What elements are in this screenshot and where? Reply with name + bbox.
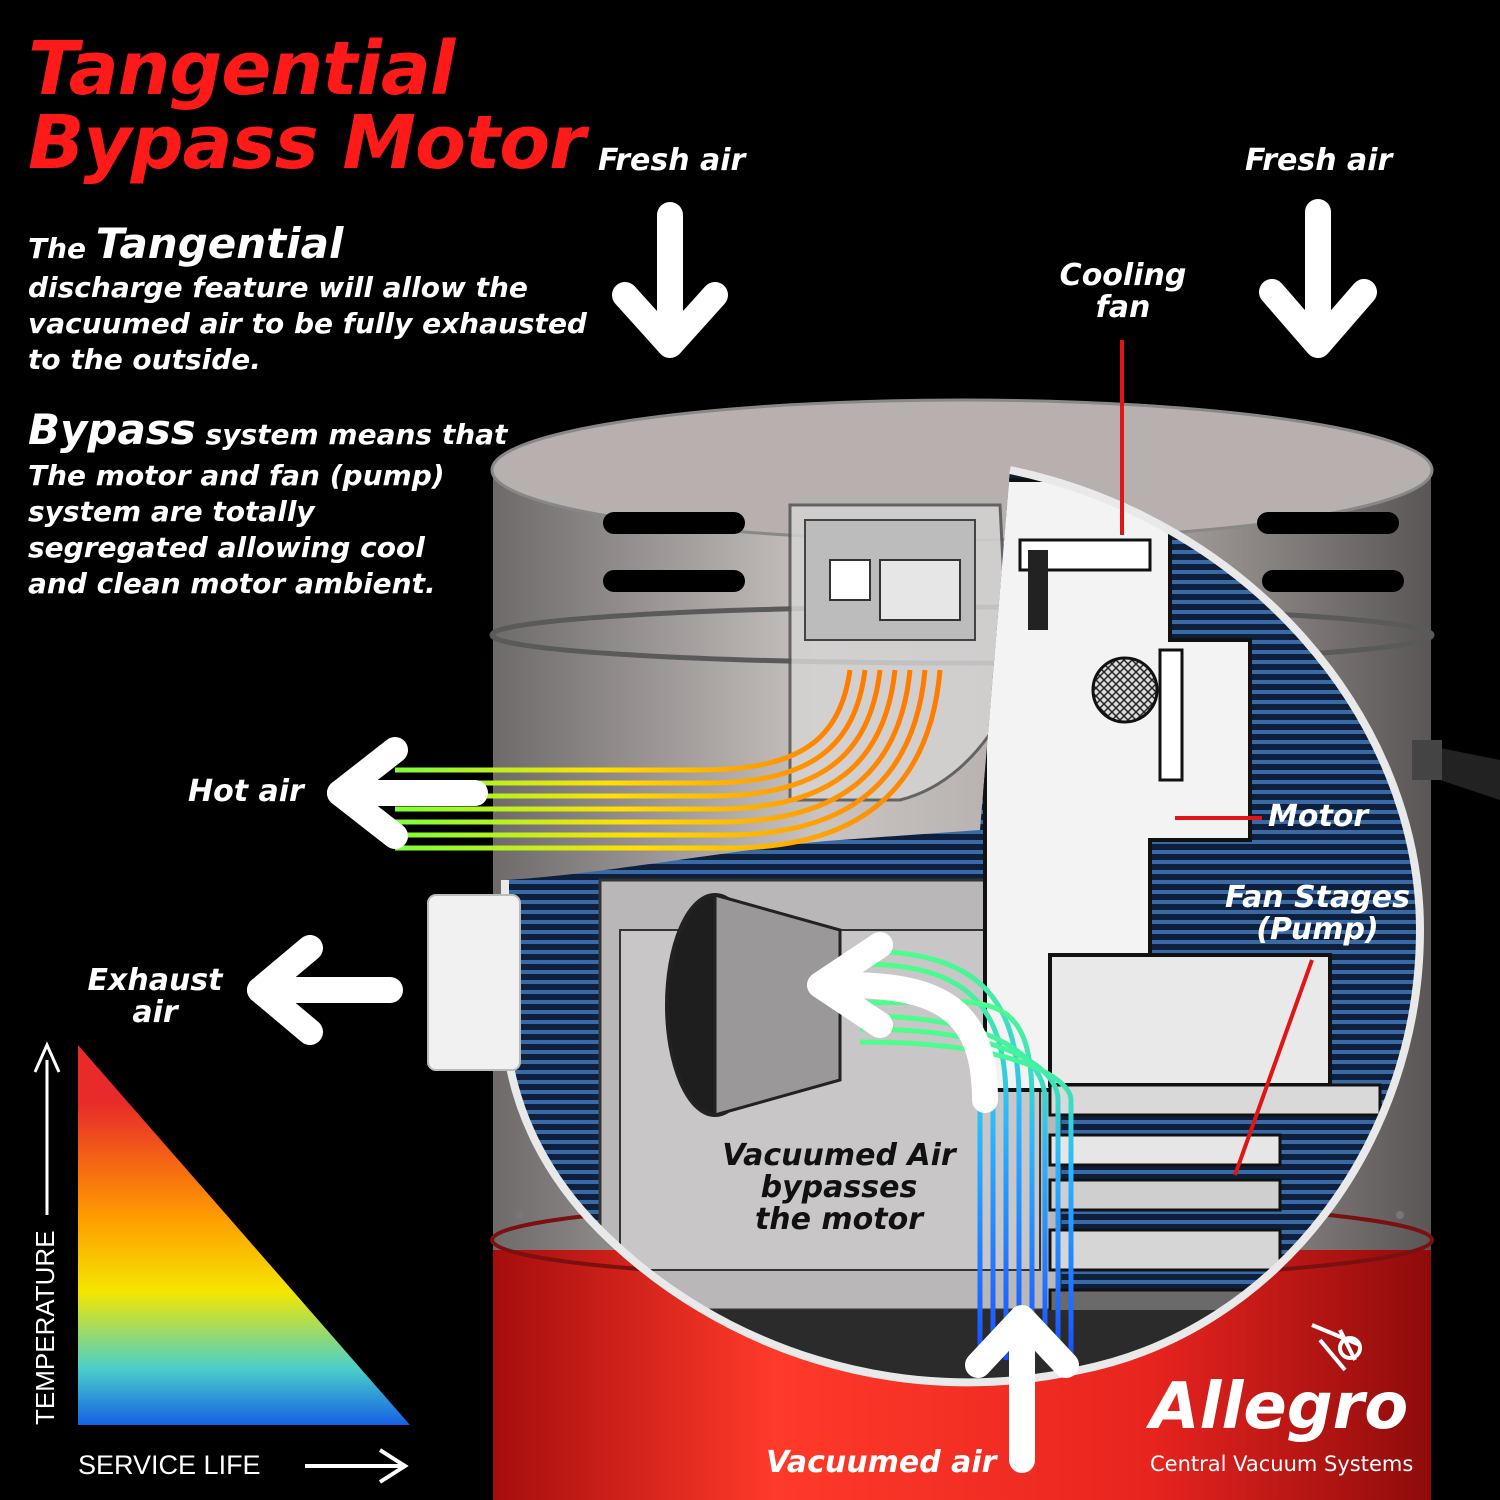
- fresh-air-label-right: Fresh air: [1245, 143, 1393, 178]
- bypass-line-4: and clean motor ambient.: [28, 567, 436, 600]
- exhaust-air-label: Exhaust air: [87, 963, 223, 1030]
- tangential-paragraph: The Tangential: [28, 223, 343, 267]
- bypass-line-3: segregated allowing cool: [28, 531, 425, 564]
- hot-air-stream: [327, 669, 943, 851]
- fan-stages-label: Fan Stages (Pump): [1225, 880, 1410, 947]
- bypass-highlight: Bypass: [28, 405, 196, 454]
- tangential-line-3: to the outside.: [28, 343, 261, 376]
- allegro-tagline: Central Vacuum Systems: [1150, 1452, 1414, 1476]
- service-life-axis-label: SERVICE LIFE: [78, 1450, 261, 1480]
- motor-label: Motor: [1268, 799, 1369, 834]
- page-title-line2: Bypass Motor: [28, 100, 586, 186]
- temperature-axis-label: TEMPERATURE: [30, 1230, 60, 1425]
- bypass-line-1: The motor and fan (pump): [28, 459, 445, 492]
- allegro-logo-text: Allegro: [1150, 1370, 1409, 1444]
- bypass-line-2: system are totally: [28, 495, 315, 528]
- temperature-service-life-chart: [33, 1041, 410, 1484]
- tangential-highlight: Tangential: [95, 219, 344, 268]
- exhaust-port: [427, 894, 521, 1071]
- fan-stages-leader: [1233, 959, 1314, 1176]
- bypass-paragraph: Bypass system means that: [28, 409, 508, 453]
- cooling-fan-label: Cooling fan: [1059, 258, 1187, 325]
- tangential-line-1: discharge feature will allow the: [28, 271, 528, 304]
- fresh-air-stream-left: [612, 202, 728, 540]
- allegro-logo-mark: [1311, 1323, 1362, 1372]
- tangential-line-2: vacuumed air to be fully exhausted: [28, 307, 587, 340]
- vacuumed-air-bypasses-label: Vacuumed Air bypasses the motor: [722, 1138, 956, 1237]
- bypass-first: system means that: [205, 418, 508, 451]
- vacuumed-air-stream: [807, 932, 1079, 1473]
- exhaust-air-stream: [247, 935, 880, 1045]
- fresh-air-label-left: Fresh air: [598, 143, 746, 178]
- fresh-air-stream-right: [1259, 199, 1377, 550]
- tangential-lead: The: [28, 232, 87, 265]
- vacuumed-air-label: Vacuumed air: [766, 1445, 997, 1480]
- hot-air-label: Hot air: [188, 774, 304, 809]
- page-title-line1: Tangential: [28, 26, 455, 112]
